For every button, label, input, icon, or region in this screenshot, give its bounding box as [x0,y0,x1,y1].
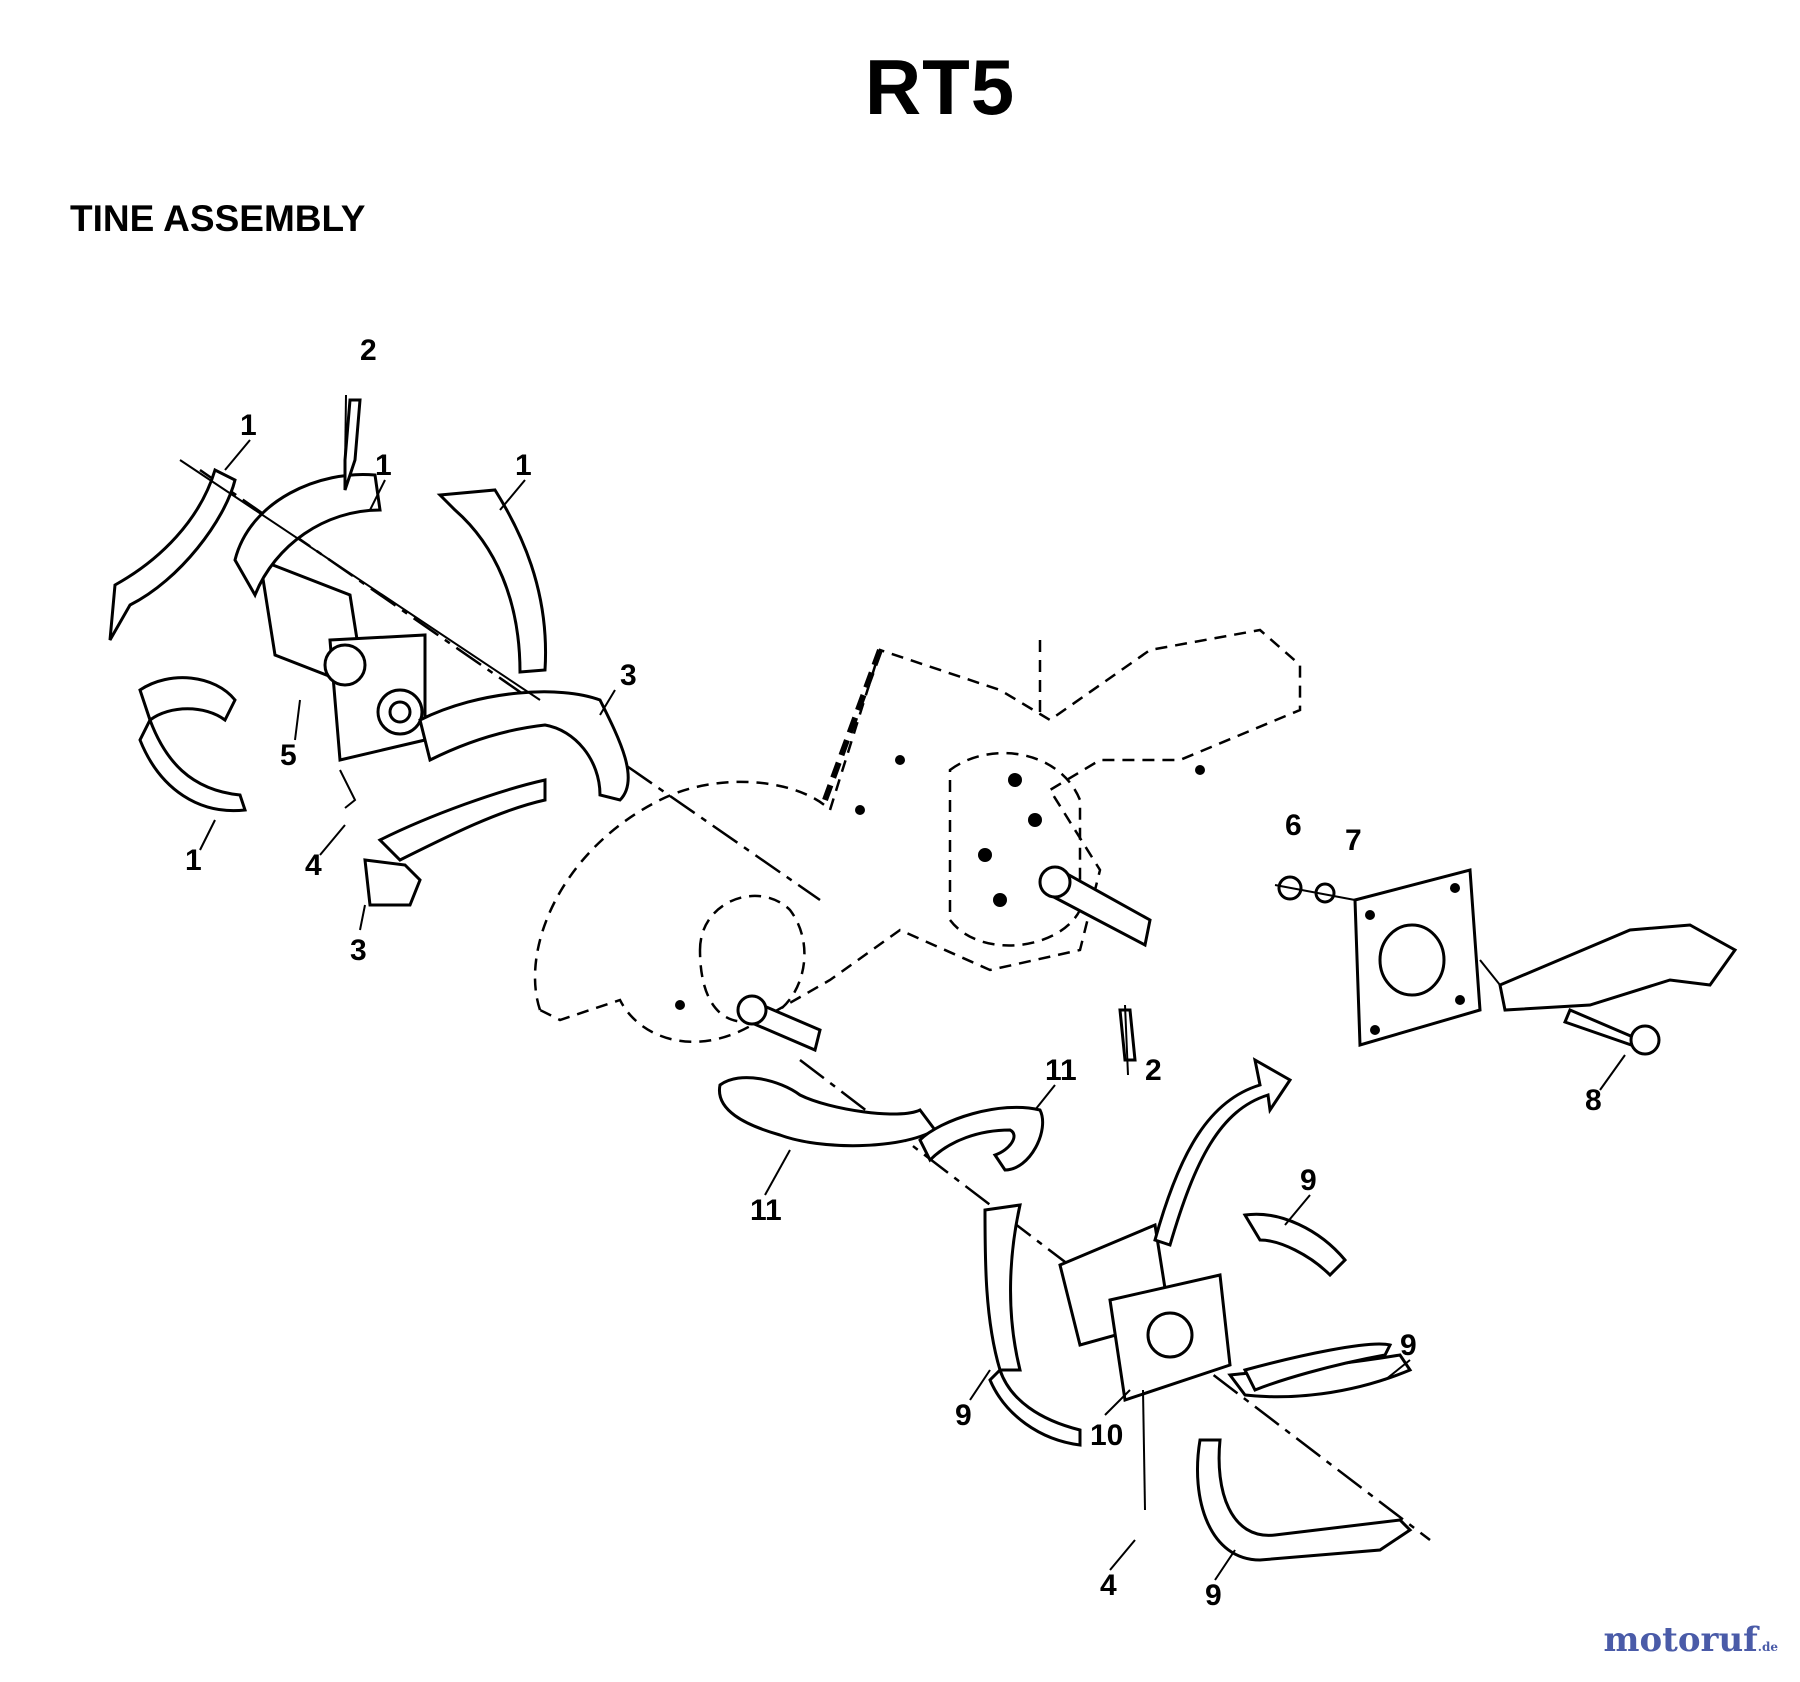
left-tine-group [108,394,821,907]
right-tine-group [718,1004,1431,1562]
callout-6: 6 [1285,809,1302,842]
callout-4-b: 4 [1100,1569,1117,1602]
callout-3-b: 3 [350,934,367,967]
callout-2-b: 2 [1145,1054,1162,1087]
callout-labels: 1 1 1 1 2 3 3 4 5 6 7 8 2 11 11 9 9 9 10… [185,334,1602,1612]
watermark-text: motoruf [1603,1620,1758,1660]
callout-2-a: 2 [360,334,377,367]
page-title: RT5 [864,43,1016,131]
callout-1-d: 1 [185,844,202,877]
callout-9-c: 9 [955,1399,972,1432]
callout-1-c: 1 [515,449,532,482]
callout-5: 5 [280,739,297,772]
callout-9-b: 9 [1400,1329,1417,1362]
callout-8: 8 [1585,1084,1602,1117]
tiller-housing [533,628,1302,1053]
callout-3-a: 3 [620,659,637,692]
callout-11-b: 11 [750,1194,782,1227]
callout-9-a: 9 [1300,1164,1317,1197]
section-title: TINE ASSEMBLY [70,198,366,239]
callout-4-a: 4 [305,849,322,882]
watermark-suffix: .de [1757,1640,1778,1654]
callout-leaders [199,439,1626,1581]
callout-10: 10 [1090,1419,1123,1452]
watermark: motoruf.de [1604,1620,1779,1660]
callout-1-a: 1 [240,409,257,442]
callout-9-d: 9 [1205,1579,1222,1612]
callout-1-b: 1 [375,449,392,482]
callout-7: 7 [1345,824,1362,857]
side-plate-group [1274,868,1738,1056]
callout-11-a: 11 [1045,1054,1077,1087]
